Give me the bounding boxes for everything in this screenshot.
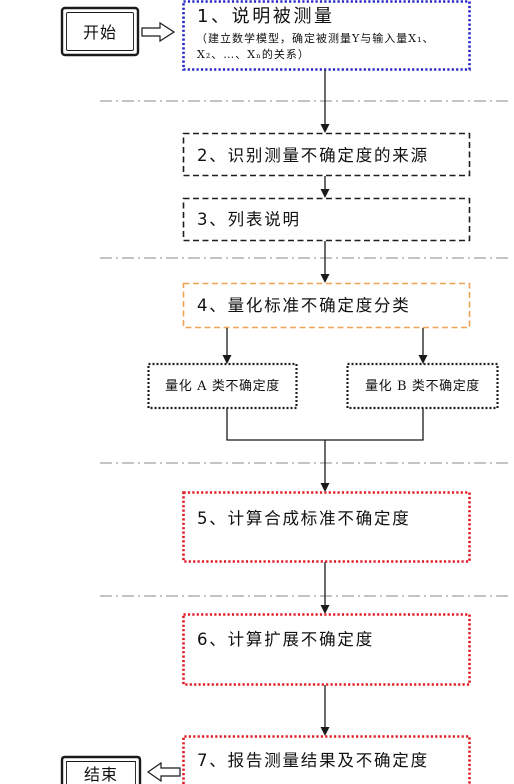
step-5-box <box>182 491 471 563</box>
connector-6-to-7 <box>320 685 330 736</box>
start-terminal-outer-border <box>60 6 140 57</box>
step-7-box <box>182 735 471 784</box>
branch-type-a: 量化 A 类不确定度 <box>147 362 298 410</box>
step-2-title: 2、识别测量不确定度的来源 <box>197 146 429 165</box>
branch-type-b: 量化 B 类不确定度 <box>346 362 499 410</box>
step-3-box <box>182 197 471 242</box>
connector-3-to-4 <box>320 241 330 283</box>
step-1-note-line-2: X₂、…、Xₙ的关系） <box>197 47 310 61</box>
step-1-title: 1、说明被测量 <box>197 6 335 27</box>
step-2-identify-sources: 2、识别测量不确定度的来源 <box>182 132 471 177</box>
connector-2-to-3 <box>320 176 330 198</box>
step-4-classify-standard-uncertainty: 4、量化标准不确定度分类 <box>182 282 471 329</box>
step-7-report-result: 7、报告测量结果及不确定度 <box>182 735 471 784</box>
arrow-head <box>320 483 330 492</box>
end-label: 结束 <box>84 765 118 784</box>
stage-separators <box>100 100 512 597</box>
connector-4-to-type-a <box>222 328 232 364</box>
arrow-head <box>320 727 330 736</box>
step-2-box <box>182 132 471 177</box>
step-6-expanded-uncertainty: 6、计算扩展不确定度 <box>182 613 471 686</box>
step-1-box <box>182 0 471 71</box>
start-label: 开始 <box>83 23 117 42</box>
end-hollow-arrow-icon <box>146 761 181 783</box>
step-7-title: 7、报告测量结果及不确定度 <box>197 751 429 770</box>
step-6-title: 6、计算扩展不确定度 <box>197 630 374 649</box>
arrow-head <box>320 189 330 198</box>
end-terminal-inner-border <box>66 761 136 784</box>
start-hollow-arrow-icon <box>141 21 176 43</box>
arrow-head <box>222 355 232 364</box>
step-6-box <box>182 613 471 686</box>
connector-4-to-type-b <box>418 328 428 364</box>
end-terminal: 结束 <box>60 755 142 784</box>
step-3-tabulate: 3、列表说明 <box>182 197 471 242</box>
end-terminal-outer-border <box>60 755 142 784</box>
start-terminal: 开始 <box>60 6 140 57</box>
step-1-describe-measurand: 1、说明被测量 （建立数学模型，确定被测量Y与输入量X₁、 X₂、…、Xₙ的关系… <box>182 0 471 71</box>
connector-5-to-6 <box>320 562 330 614</box>
type-a-label: 量化 A 类不确定度 <box>165 378 280 394</box>
step-5-combined-standard-uncertainty: 5、计算合成标准不确定度 <box>182 491 471 563</box>
arrow-head <box>320 605 330 614</box>
arrow-head <box>320 274 330 283</box>
connector-1-to-2 <box>320 70 330 133</box>
start-terminal-inner-border <box>66 12 134 51</box>
arrow-head <box>418 355 428 364</box>
arrow-head <box>320 124 330 133</box>
type-b-label: 量化 B 类不确定度 <box>365 378 480 394</box>
step-3-title: 3、列表说明 <box>197 210 301 229</box>
step-4-box <box>182 282 471 329</box>
step-1-note-line-1: （建立数学模型，确定被测量Y与输入量X₁、 <box>196 31 435 45</box>
branch-join-connector <box>226 408 424 492</box>
step-4-title: 4、量化标准不确定度分类 <box>197 296 411 315</box>
step-5-title: 5、计算合成标准不确定度 <box>197 509 411 528</box>
type-a-box <box>147 362 298 410</box>
